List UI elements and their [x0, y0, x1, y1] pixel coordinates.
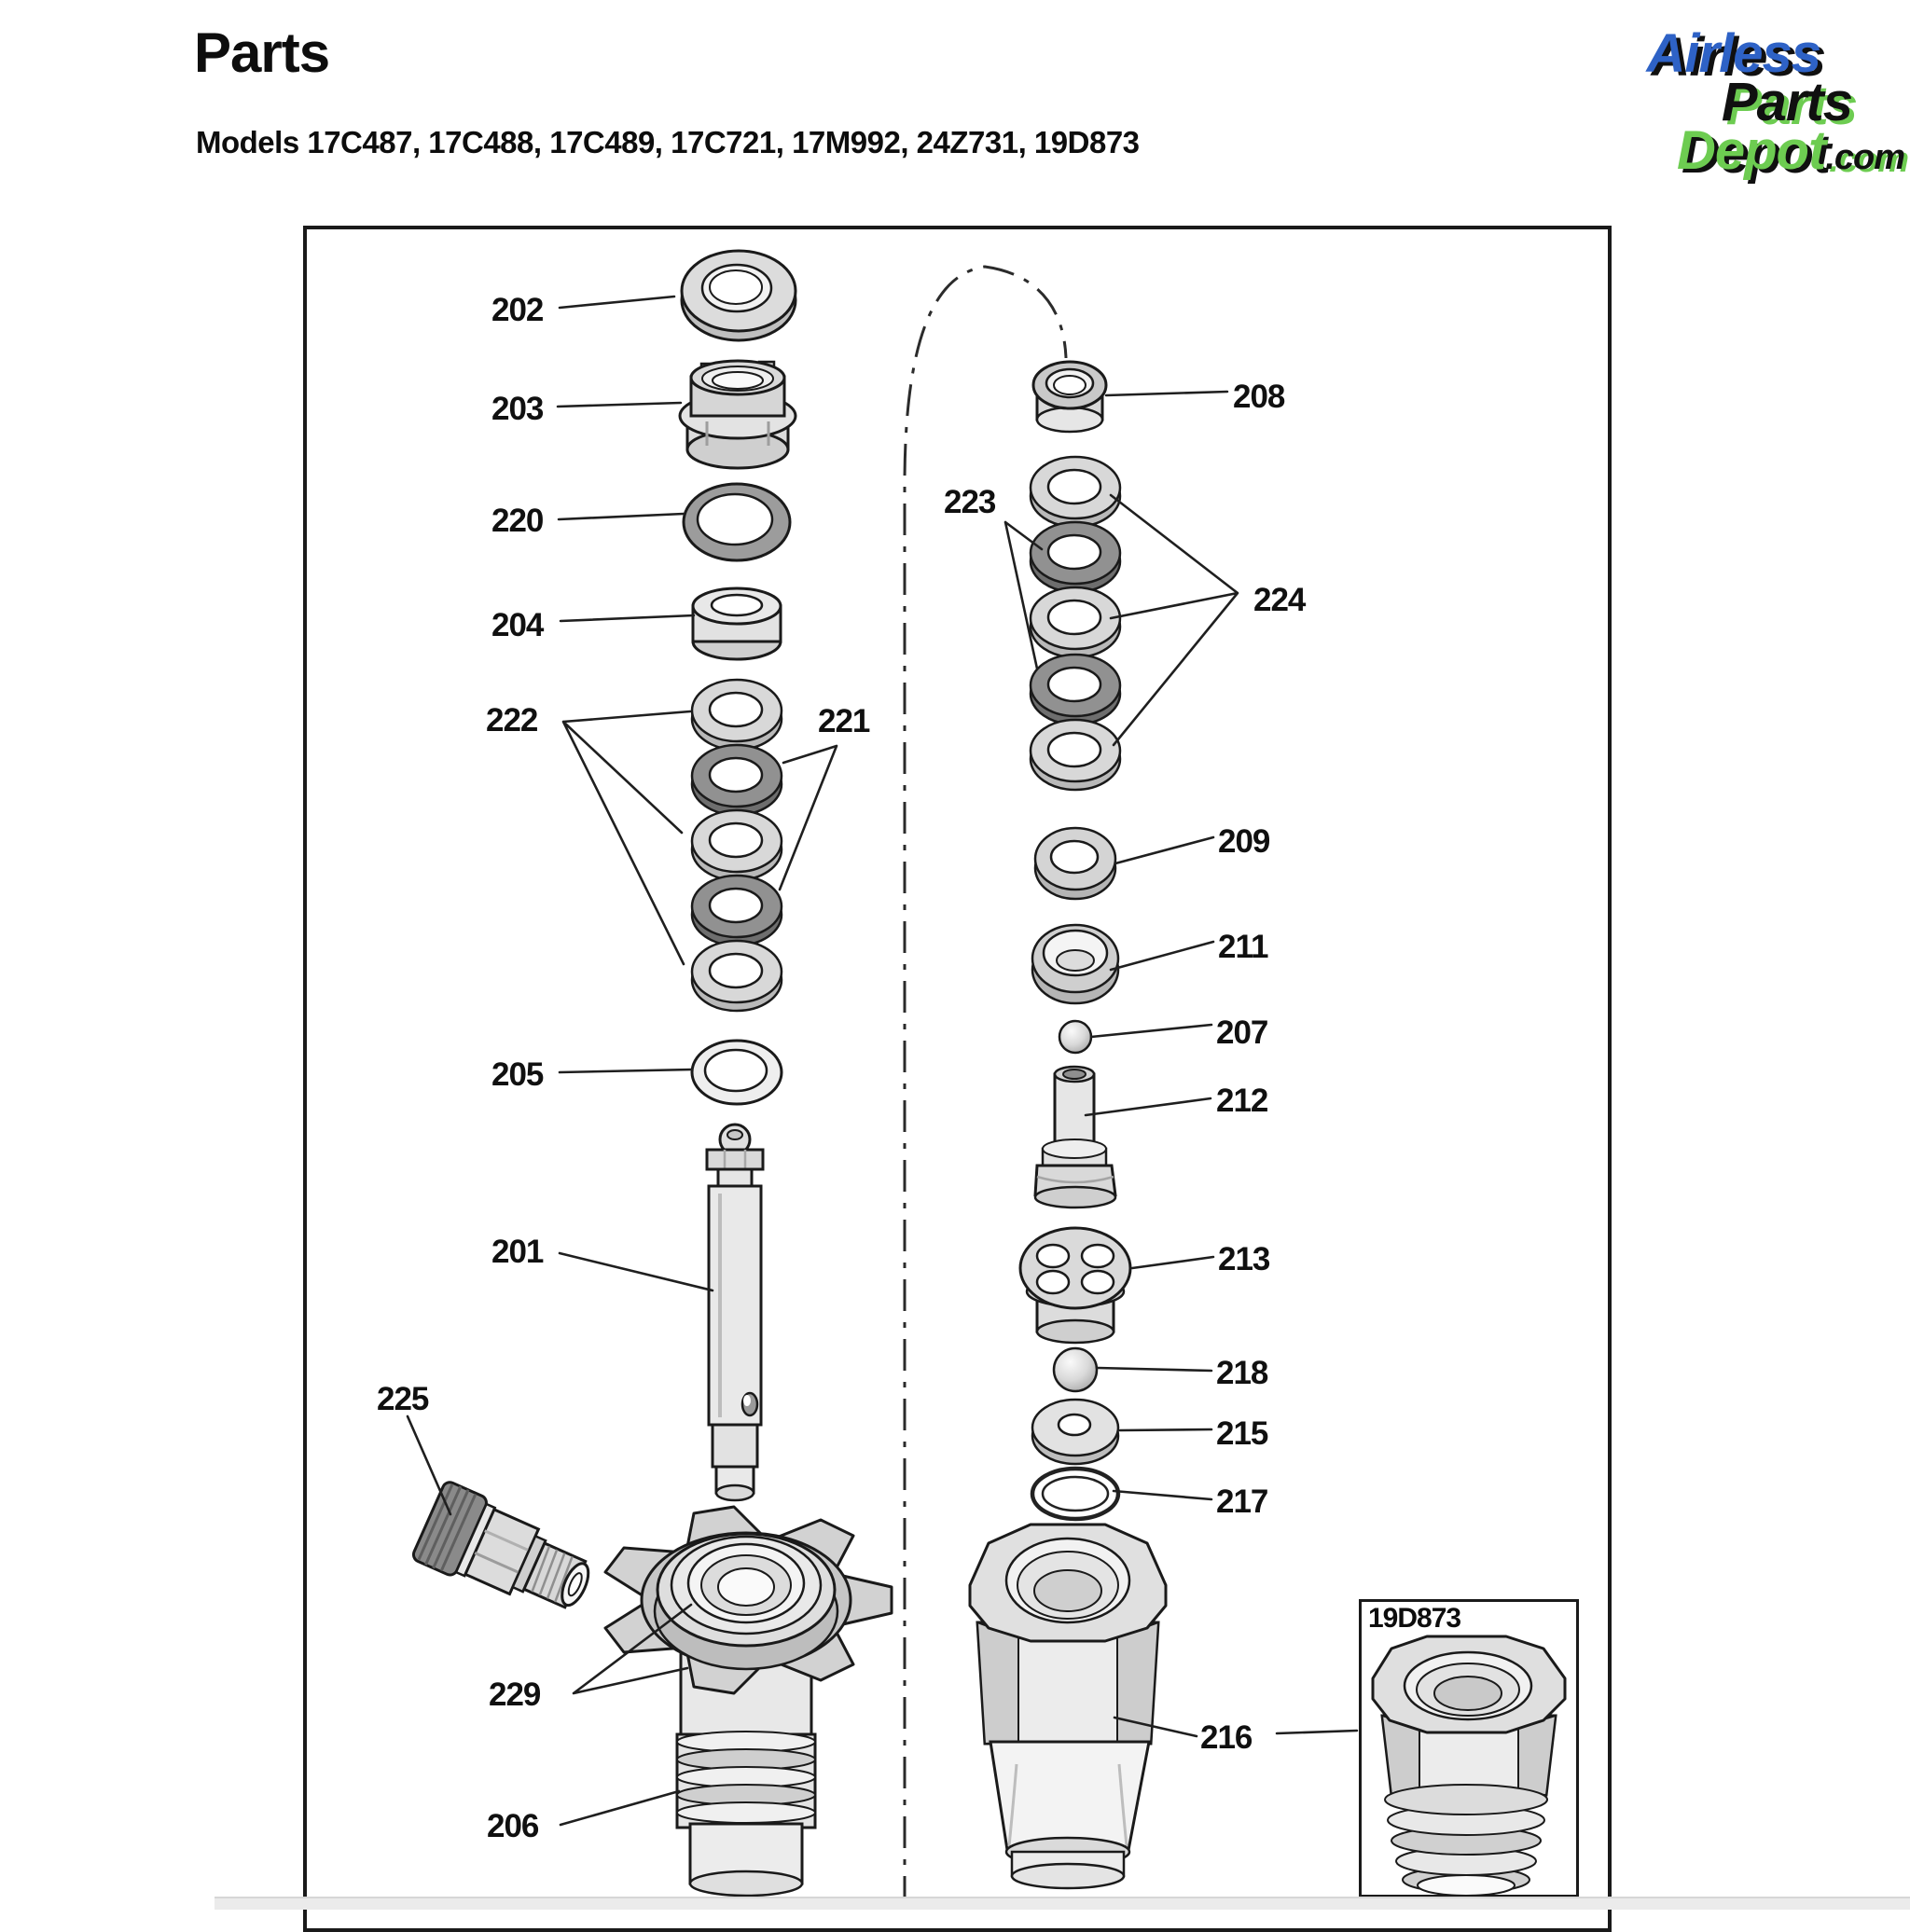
part-216-intake-housing: [968, 1523, 1168, 1890]
callout-212: 212: [1216, 1083, 1268, 1119]
logo-word-depot-com: Depot.com: [1676, 119, 1905, 182]
leader-lines: [406, 295, 1359, 1827]
airless-parts-depot-logo: Airless Parts Depot.com: [1518, 0, 1910, 214]
logo-word-airless: Airless: [1646, 23, 1821, 84]
logo-word-parts: Parts: [1721, 72, 1853, 132]
callout-204: 204: [491, 607, 544, 643]
callout-201: 201: [491, 1234, 544, 1270]
callout-205: 205: [491, 1056, 544, 1093]
callout-215: 215: [1216, 1415, 1268, 1452]
part-213-valve-seat: [1018, 1226, 1132, 1345]
part-205-washer: [690, 1039, 783, 1106]
callout-217: 217: [1216, 1484, 1268, 1520]
callout-208: 208: [1233, 379, 1285, 415]
callout-203: 203: [491, 391, 544, 427]
callout-223: 223: [944, 484, 996, 520]
part-217-oring: [1030, 1466, 1121, 1522]
part-203-packing-nut: [678, 359, 797, 470]
page-title: Parts: [194, 21, 330, 84]
callout-216: 216: [1200, 1719, 1253, 1756]
part-211-cup: [1031, 923, 1120, 1005]
callout-202: 202: [491, 292, 544, 328]
part-201-piston-rod: [705, 1123, 765, 1502]
callout-229: 229: [489, 1677, 541, 1713]
logo-word-depot: Depot: [1676, 120, 1826, 181]
models-subtitle: Models 17C487, 17C488, 17C489, 17C721, 1…: [196, 125, 1140, 159]
callout-207: 207: [1216, 1014, 1268, 1051]
part-208-packing-nut: [1031, 360, 1108, 434]
part-218-ball: [1052, 1346, 1099, 1393]
part-202-retainer-washer: [680, 249, 797, 342]
callout-221: 221: [818, 703, 870, 739]
part-220-oring: [682, 482, 792, 562]
part-225-fitting: [411, 1481, 590, 1609]
inset-model-label: 19D873: [1368, 1603, 1461, 1634]
part-229-star-nut: [603, 1505, 893, 1695]
callout-222: 222: [486, 702, 538, 738]
part-215-washer: [1031, 1398, 1120, 1466]
callout-209: 209: [1218, 823, 1270, 860]
callout-213: 213: [1218, 1241, 1270, 1277]
horizontal-scrollbar-track[interactable]: [215, 1897, 1910, 1910]
logo-suffix-com: .com: [1825, 138, 1905, 177]
callout-206: 206: [487, 1808, 539, 1844]
callout-218: 218: [1216, 1355, 1268, 1391]
callout-211: 211: [1218, 929, 1268, 965]
inset-part-19D873-fitting: [1371, 1635, 1567, 1897]
callout-220: 220: [491, 503, 544, 539]
part-204-spacer: [691, 586, 782, 661]
center-axis-line: [903, 265, 1068, 1908]
part-209-gland: [1033, 826, 1117, 901]
callout-224: 224: [1253, 582, 1306, 618]
callout-225: 225: [377, 1381, 429, 1417]
part-212-valve-guide: [1033, 1065, 1117, 1209]
